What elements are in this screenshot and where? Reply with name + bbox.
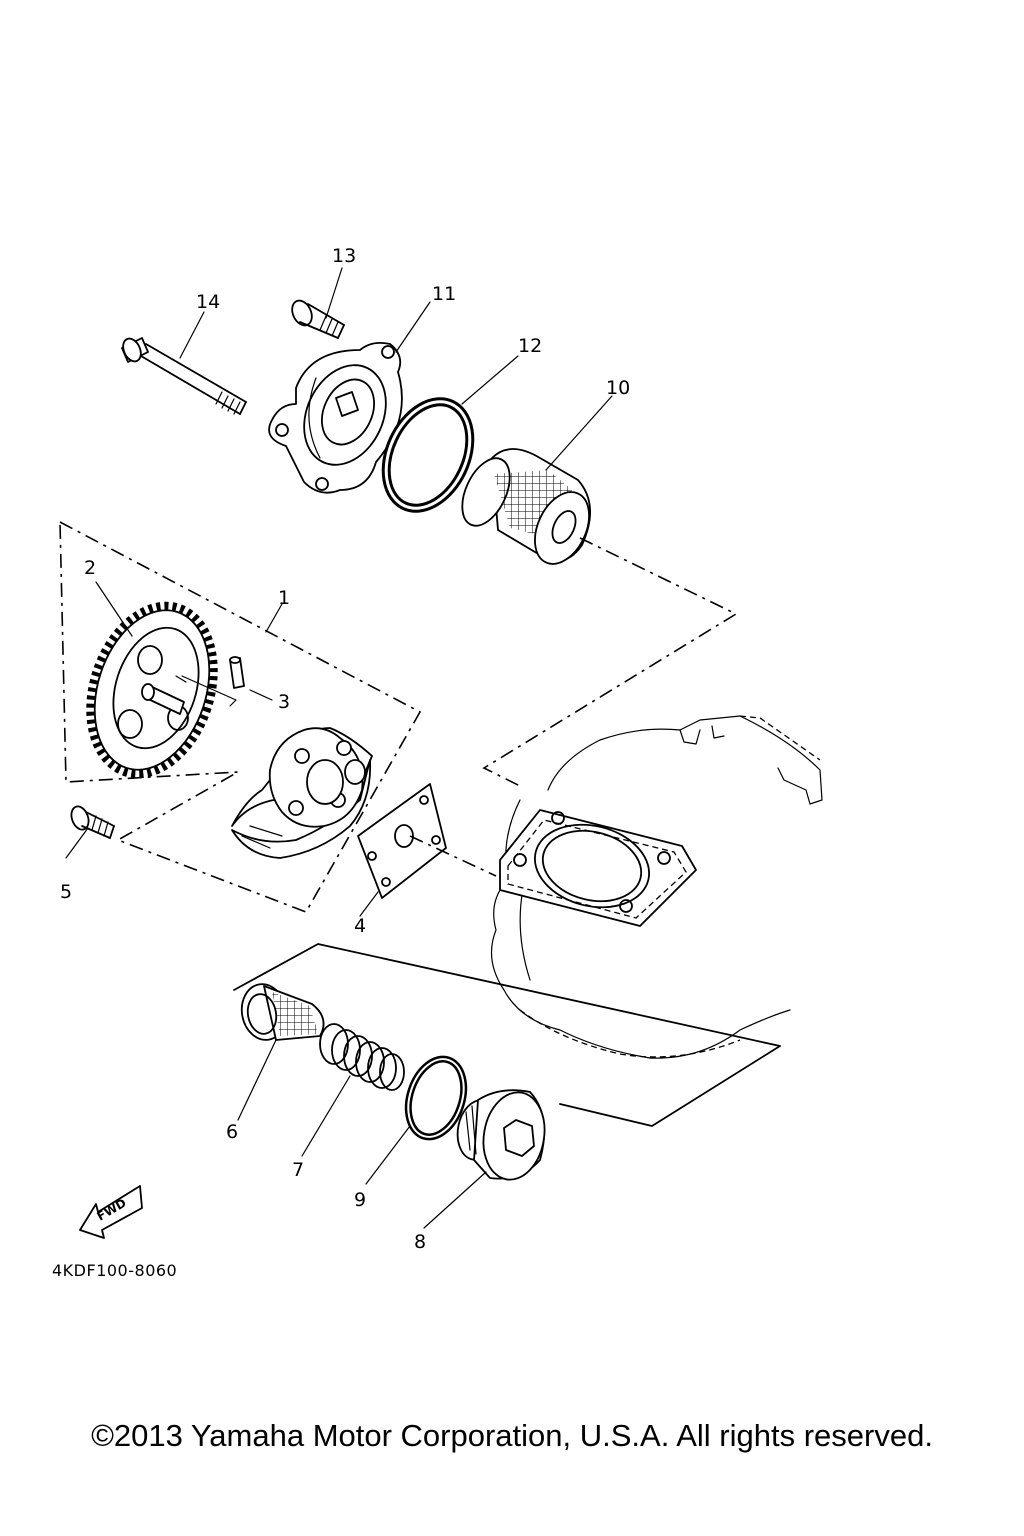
filter-cover-part-11 (268, 341, 403, 494)
leader-lines (409, 537, 738, 877)
gasket-plate-part-4 (357, 783, 447, 899)
callout-12: 12 (518, 335, 542, 357)
pump-gear-part-2 (86, 601, 218, 779)
callout-10: 10 (606, 377, 630, 399)
callout-4: 4 (354, 915, 366, 937)
callout-6: 6 (226, 1121, 238, 1143)
callout-5: 5 (60, 881, 72, 903)
callout-13: 13 (332, 245, 356, 267)
strainer-part-6 (240, 983, 325, 1041)
callout-leaders (65, 267, 613, 1229)
callout-1: 1 (278, 587, 290, 609)
oil-pump-assembly-outline-part-1 (59, 520, 422, 913)
callout-14: 14 (196, 291, 220, 313)
oil-filter-part-10 (461, 448, 591, 565)
figure-code: 4KDF100-8060 (52, 1261, 177, 1280)
screw-part-5 (70, 805, 115, 839)
drain-plug-group-outline (233, 943, 781, 1127)
spring-part-7 (319, 1023, 405, 1091)
callout-2: 2 (84, 557, 96, 579)
bolt-long-part-14 (121, 337, 247, 415)
o-ring-part-9 (404, 1055, 468, 1141)
forward-arrow-icon: FWD (79, 1185, 143, 1239)
o-ring-part-12 (381, 397, 475, 513)
callout-3: 3 (278, 691, 290, 713)
engine-crankcase (490, 715, 823, 1059)
callout-7: 7 (292, 1159, 304, 1181)
callout-11: 11 (432, 283, 456, 305)
oil-pump-body (231, 727, 373, 859)
bolt-short-part-13 (291, 299, 345, 339)
callout-labels: 13 14 11 12 10 2 1 3 5 4 6 7 9 8 (60, 245, 630, 1253)
drain-plug-part-8 (456, 1089, 546, 1181)
callout-9: 9 (354, 1189, 366, 1211)
pin-part-3 (175, 656, 245, 707)
copyright-notice: ©2013 Yamaha Motor Corporation, U.S.A. A… (91, 1418, 933, 1453)
callout-8: 8 (414, 1231, 426, 1253)
